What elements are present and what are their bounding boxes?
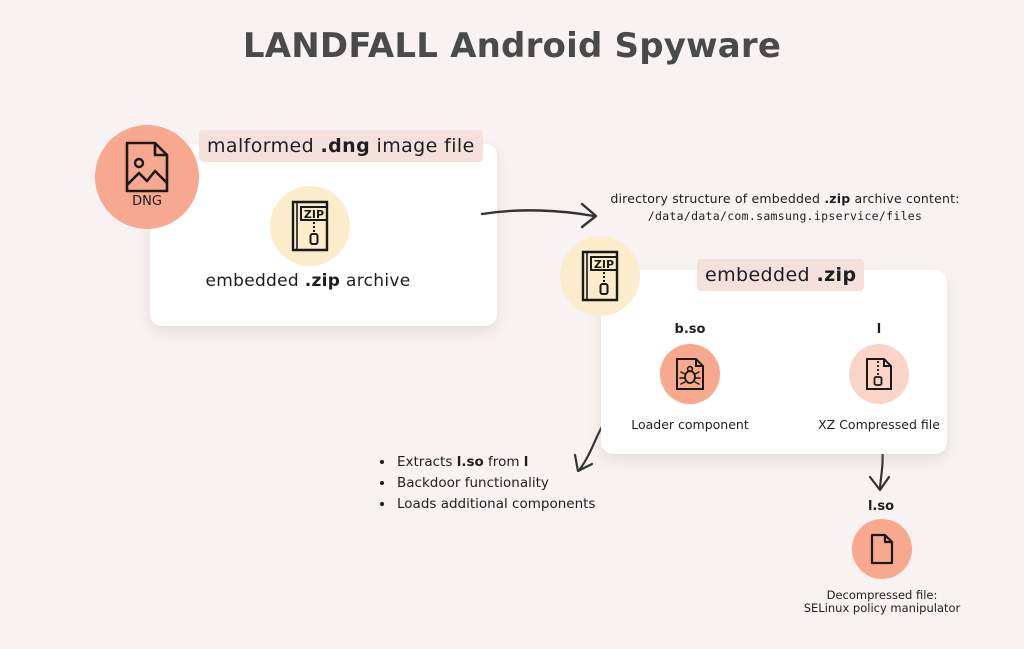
lso-caption-line1: Decompressed file: [826,588,938,602]
zip-file-icon: ZIP [291,200,329,252]
list-item: Loads additional components [395,494,635,515]
dng-file-label: malformed .dng image file [199,130,483,162]
dng-to-zip-arrow [480,209,596,218]
directory-note-line1: directory structure of embedded .zip arc… [560,191,1010,206]
directory-note-suffix: archive content: [850,191,960,206]
bullet1-prefix: Extracts [397,454,457,470]
list-item: Extracts l.so from l [395,452,635,473]
arrowhead-2 [573,453,594,473]
directory-note-extension: .zip [824,191,851,206]
page-title: LANDFALL Android Spyware [242,26,782,66]
bso-caption: Loader component [631,417,749,432]
embedded-zip-caption: embedded .zip archive [170,271,446,291]
dng-label-extension: .dng [320,135,371,157]
compressed-file-icon [866,358,892,390]
zip-caption-suffix: archive [340,271,411,291]
zip-caption-extension: .zip [304,271,341,291]
l-title: l [876,322,882,337]
dng-label-suffix: image file [370,135,475,157]
embedded-zip-node: ZIP [270,186,350,266]
lso-title: l.so [867,499,895,514]
zip-label-prefix: embedded [705,264,817,286]
image-file-icon [125,141,169,193]
bso-title: b.so [674,322,706,337]
directory-note-prefix: directory structure of embedded [610,191,825,206]
dng-label-prefix: malformed [207,135,321,157]
dng-icon-label: DNG [132,194,162,209]
embedded-zip-card-node: ZIP [560,236,640,316]
l-caption: XZ Compressed file [818,417,940,432]
l-node [849,344,909,404]
embedded-zip-label: embedded .zip [697,259,865,291]
zip-icon-text: ZIP [304,208,324,221]
file-icon [870,533,894,565]
zip-label-extension: .zip [816,264,857,286]
list-item: Backdoor functionality [395,473,635,494]
arrowhead-3 [868,475,891,492]
zip-file-icon: ZIP [581,250,619,302]
bullet1-lso: l.so [456,454,484,470]
lso-node [852,519,912,579]
malware-file-icon [676,358,704,390]
zip-icon-text: ZIP [594,258,614,271]
bullet1-l: l [523,454,529,470]
bso-node [660,344,720,404]
bullet1-mid: from [483,454,524,470]
directory-path: /data/data/com.samsung.ipservice/files [647,209,923,223]
lso-caption-line2: SELinux policy manipulator [803,601,961,615]
dng-file-node: DNG [95,125,199,229]
arrowhead-1 [580,202,598,229]
zip-caption-prefix: embedded [205,271,305,291]
bso-capabilities-list: Extracts l.so from l Backdoor functional… [375,452,635,515]
